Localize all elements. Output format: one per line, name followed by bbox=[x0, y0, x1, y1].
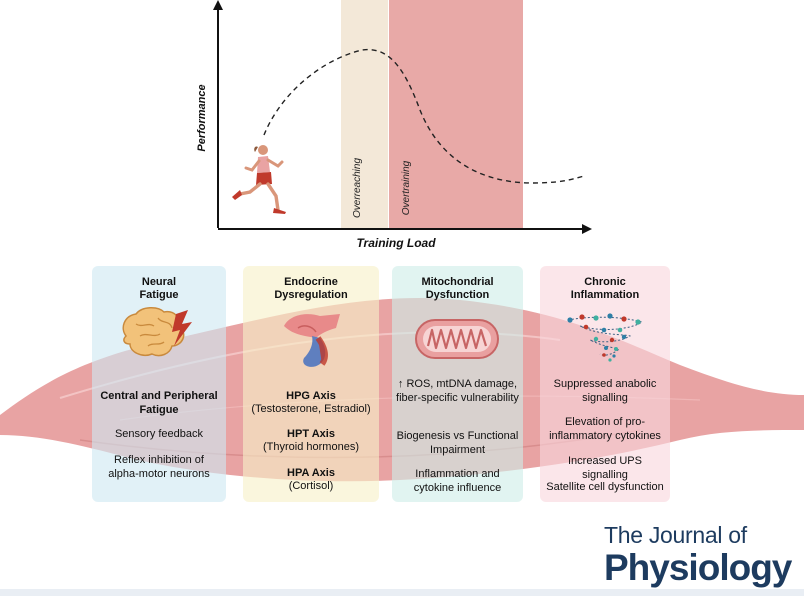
neural-item-2: Sensory feedback bbox=[114, 428, 204, 440]
journal-logo-line1: The Journal of bbox=[604, 522, 747, 548]
mito-item-1: ↑ ROS, mtDNA damage, fiber-specific vuln… bbox=[396, 378, 519, 404]
neural-title: Neural Fatigue bbox=[139, 276, 179, 301]
y-axis-label: Performance bbox=[196, 84, 208, 151]
cytokine-tornado-icon bbox=[567, 313, 644, 362]
mitochondrion-icon bbox=[415, 319, 499, 359]
bottom-band bbox=[0, 589, 804, 596]
inflammation-item-1: Suppressed anabolic signalling bbox=[553, 378, 657, 404]
mitochondrial-title: Mitochondrial Dysfunction bbox=[421, 276, 494, 301]
inflammation-panel bbox=[540, 266, 670, 502]
mito-item-3: Inflammation and cytokine influence bbox=[413, 468, 502, 494]
overreaching-zone bbox=[341, 0, 388, 230]
endocrine-panel bbox=[243, 266, 379, 502]
inflammation-title: Chronic Inflammation bbox=[570, 276, 640, 301]
performance-curve bbox=[263, 48, 585, 184]
neural-item-1: Central and Peripheral Fatigue bbox=[100, 390, 218, 416]
mito-item-2: Biogenesis vs Functional Impairment bbox=[396, 430, 519, 456]
overtraining-zone bbox=[389, 0, 523, 230]
hpa-axis-detail: (Cortisol) bbox=[288, 480, 334, 492]
pituitary-gland-icon bbox=[284, 314, 340, 367]
performance-graph: Performance Training Load Overreaching O… bbox=[196, 0, 592, 250]
hpt-axis-detail: (Thyroid hormones) bbox=[263, 441, 359, 453]
inflammation-item-3: Increased UPS signalling bbox=[568, 455, 642, 481]
brain-lightning-icon bbox=[122, 307, 192, 357]
y-axis-arrow bbox=[213, 0, 223, 10]
inflammation-item-2: Elevation of pro-inflammatory cytokines bbox=[549, 416, 661, 442]
runner-icon bbox=[232, 145, 286, 214]
journal-logo-line2: Physiology bbox=[604, 547, 792, 588]
inflammation-item-4: Satellite cell dysfunction bbox=[546, 481, 664, 493]
hpg-axis-heading: HPG Axis bbox=[286, 390, 336, 402]
x-axis-arrow bbox=[582, 224, 592, 234]
journal-logo: The Journal of Physiology bbox=[604, 522, 800, 588]
endocrine-title: Endocrine Dysregulation bbox=[274, 276, 348, 301]
hpa-axis-heading: HPA Axis bbox=[287, 467, 335, 479]
mitochondrial-panel bbox=[392, 266, 523, 502]
neural-item-3: Reflex inhibition of alpha-motor neurons bbox=[108, 454, 210, 480]
neural-fatigue-panel bbox=[92, 266, 226, 502]
overreaching-label: Overreaching bbox=[352, 158, 363, 218]
overtraining-label: Overtraining bbox=[401, 160, 412, 215]
hpg-axis-detail: (Testosterone, Estradiol) bbox=[251, 403, 371, 415]
x-axis-label: Training Load bbox=[356, 236, 436, 250]
hpt-axis-heading: HPT Axis bbox=[287, 428, 335, 440]
